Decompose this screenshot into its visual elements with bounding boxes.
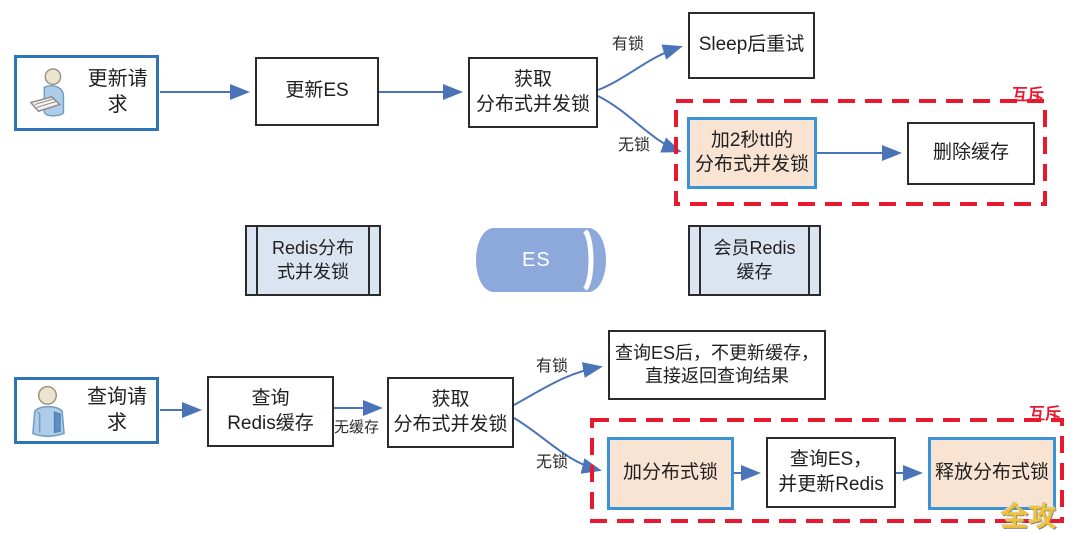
- edge-label-nolock-bottom: 无锁: [536, 454, 569, 471]
- arrow-haslock-to-query-result: [513, 362, 603, 406]
- mutex-label-top: 互斥: [1012, 87, 1045, 104]
- node-add-lock: 加分布式锁: [607, 437, 734, 510]
- watermark: 全攻略: [1001, 502, 1057, 532]
- node-update-request: 更新请求: [14, 55, 159, 131]
- es-store-label: ES: [522, 249, 551, 271]
- mutex-label-bottom: 互斥: [1029, 406, 1062, 423]
- node-delete-cache: 删除缓存: [907, 122, 1035, 185]
- standing-person-icon: [32, 385, 65, 437]
- release-lock-label: 释放分布式锁: [934, 462, 1049, 484]
- update-es-label: 更新ES: [285, 80, 349, 102]
- arrow-nolock-to-add-lock: [513, 417, 602, 474]
- update-request-label: 更新请求: [87, 68, 148, 116]
- node-release-lock: 释放分布式锁: [928, 437, 1056, 510]
- typing-person-icon: [29, 68, 65, 117]
- acquire-lock-top-label: 获取 分布式并发锁: [475, 69, 590, 115]
- node-query-request: 查询请求: [14, 377, 159, 444]
- mutex-region-bottom: [590, 418, 1064, 523]
- query-result-label: 查询ES后，不更新缓存， 直接返回查询结果: [614, 342, 819, 386]
- redis-lock-store-label: Redis分布 式并发锁: [271, 238, 355, 282]
- add-ttl-lock-label: 加2秒ttl的 分布式并发锁: [694, 129, 809, 175]
- node-add-ttl-lock: 加2秒ttl的 分布式并发锁: [687, 117, 817, 189]
- edge-label-haslock-top: 有锁: [612, 36, 645, 53]
- query-es-update-label: 查询ES， 并更新Redis: [778, 449, 884, 495]
- acquire-lock-bottom-label: 获取 分布式并发锁: [393, 389, 508, 435]
- node-acquire-lock-top: 获取 分布式并发锁: [468, 57, 598, 128]
- member-cache-store-label: 会员Redis 缓存: [713, 238, 796, 282]
- store-redis-lock: Redis分布 式并发锁: [245, 225, 381, 296]
- node-sleep-retry: Sleep后重试: [688, 12, 815, 79]
- sleep-retry-label: Sleep后重试: [698, 34, 805, 56]
- mutex-region-top: [674, 99, 1047, 206]
- edge-label-nolock-top: 无锁: [618, 137, 651, 154]
- node-update-es: 更新ES: [255, 57, 379, 126]
- node-query-es-update: 查询ES， 并更新Redis: [766, 437, 896, 508]
- delete-cache-label: 删除缓存: [932, 142, 1009, 164]
- node-acquire-lock-bottom: 获取 分布式并发锁: [387, 377, 514, 448]
- query-request-label: 查询请求: [86, 385, 147, 434]
- arrow-nolock-to-add-ttl-lock: [597, 95, 682, 153]
- edge-label-nocache: 无缓存: [334, 419, 380, 436]
- edge-label-haslock-bottom: 有锁: [536, 358, 569, 375]
- node-query-result: 查询ES后，不更新缓存， 直接返回查询结果: [608, 330, 826, 400]
- store-member-cache: 会员Redis 缓存: [688, 225, 821, 296]
- query-cache-label: 查询 Redis缓存: [227, 388, 314, 434]
- es-cylinder: [476, 228, 606, 292]
- node-query-cache: 查询 Redis缓存: [207, 376, 334, 447]
- arrow-haslock-to-sleep-retry: [597, 44, 683, 91]
- add-lock-label: 加分布式锁: [622, 462, 718, 484]
